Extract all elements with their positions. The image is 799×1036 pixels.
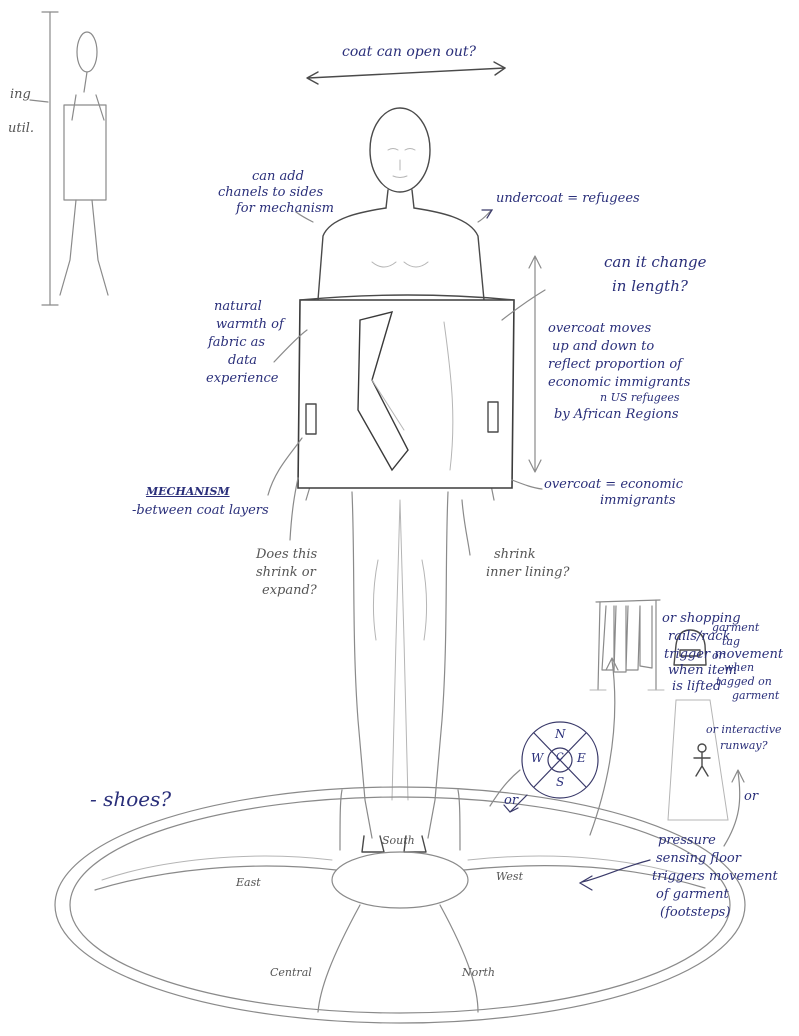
overcoat-shape xyxy=(298,295,514,488)
side-label-2: util. xyxy=(8,122,34,137)
pressure-floor-note-5: (footsteps) xyxy=(660,906,730,921)
shopping-rails-note-2: rails/rack xyxy=(668,630,730,645)
shopping-rack-sketch xyxy=(590,600,664,690)
does-shrink-note-2: shrink or xyxy=(256,566,316,581)
channels-note-3: for mechanism xyxy=(236,202,334,217)
runway-note-2: runway? xyxy=(720,740,768,753)
pressure-floor-note-1: pressure xyxy=(658,834,716,849)
region-west: West xyxy=(496,870,523,883)
overcoat-economic-note-2: immigrants xyxy=(600,494,676,509)
region-central: Central xyxy=(270,966,312,979)
overcoat-moves-note-4: economic immigrants xyxy=(548,376,690,391)
warmth-note-4: data xyxy=(228,354,257,369)
pressure-floor xyxy=(55,787,745,1023)
undercoat-note: undercoat = refugees xyxy=(496,192,640,207)
runway-sketch xyxy=(668,700,728,820)
mechanism-desc: -between coat layers xyxy=(132,504,269,519)
compass-south: S xyxy=(556,775,564,789)
or-label-runway: or xyxy=(744,790,758,805)
garment-tag-note-6: garment xyxy=(732,690,779,703)
shoes-note: - shoes? xyxy=(90,788,171,811)
region-south: South xyxy=(382,834,415,847)
shopping-rails-note-4: when item xyxy=(668,664,737,679)
warmth-note-1: natural xyxy=(214,300,262,315)
shrink-lining-note-2: inner lining? xyxy=(486,566,569,581)
shopping-rails-note-3: trigger movement xyxy=(664,648,783,663)
coat-open-arrow xyxy=(307,62,505,84)
runway-note-1: or interactive xyxy=(706,724,782,737)
or-label-compass: or xyxy=(504,794,518,809)
compass-north: N xyxy=(555,727,566,741)
shrink-lining-note-1: shrink xyxy=(494,548,536,563)
does-shrink-note-3: expand? xyxy=(262,584,317,599)
warmth-note-3: fabric as xyxy=(208,336,265,351)
overcoat-moves-note-5: n US refugees xyxy=(600,392,680,405)
overcoat-moves-note-1: overcoat moves xyxy=(548,322,651,337)
region-north: North xyxy=(462,966,495,979)
change-length-note-2: in length? xyxy=(612,278,688,295)
compass-west: W xyxy=(531,751,543,765)
does-shrink-note-1: Does this xyxy=(256,548,317,563)
shopping-rails-note-5: is lifted xyxy=(672,680,721,695)
length-arrow xyxy=(529,256,541,472)
side-label-1: ing xyxy=(10,88,31,103)
overcoat-moves-note-2: up and down to xyxy=(552,340,654,355)
compass-east: E xyxy=(577,751,586,765)
shopping-rails-note-1: or shopping xyxy=(662,612,741,627)
side-figure-sketch xyxy=(30,12,108,305)
pressure-floor-note-2: sensing floor xyxy=(656,852,741,867)
region-east: East xyxy=(236,876,261,889)
channels-note-2: chanels to sides xyxy=(218,186,323,201)
compass-center: C xyxy=(556,752,564,763)
overcoat-moves-note-6: by African Regions xyxy=(554,408,679,423)
overcoat-moves-note-3: reflect proportion of xyxy=(548,358,682,373)
overcoat-economic-note-1: overcoat = economic xyxy=(544,478,683,493)
change-length-note-1: can it change xyxy=(604,254,707,271)
warmth-note-2: warmth of xyxy=(216,318,284,333)
channels-note-1: can add xyxy=(252,170,304,185)
warmth-note-5: experience xyxy=(206,372,278,387)
pressure-floor-note-3: triggers movement xyxy=(652,870,778,885)
pressure-floor-note-4: of garment xyxy=(656,888,729,903)
mechanism-title: MECHANISM xyxy=(146,486,230,499)
coat-open-note: coat can open out? xyxy=(342,44,476,60)
